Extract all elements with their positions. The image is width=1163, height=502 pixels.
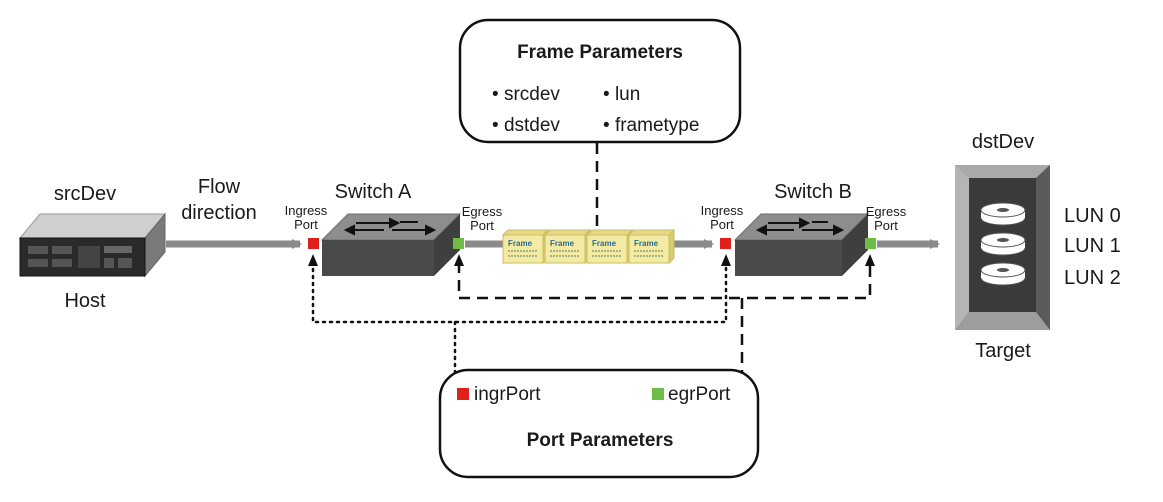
switch-b-egress-label-2: Port — [874, 218, 898, 233]
egress-arrowhead — [454, 254, 464, 266]
frame-packet-label: Frame — [550, 239, 575, 248]
disk-icon — [980, 262, 1026, 286]
switch-a-egress-port — [453, 238, 464, 249]
switch-a-ingress-label-1: Ingress — [285, 203, 328, 218]
switch-a-egress-label-1: Egress — [462, 204, 503, 219]
host-label: Host — [64, 290, 106, 312]
frame-parameters-box: Frame Parameters • srcdev • lun • dstdev… — [458, 18, 742, 144]
egress-arrowhead — [865, 254, 875, 266]
port-parameters-title: Port Parameters — [527, 430, 674, 451]
ingress-legend-swatch — [457, 388, 469, 400]
frame-packet-label: Frame — [634, 239, 659, 248]
switch-arrows-icon — [343, 217, 437, 236]
switch-a-egress-label-2: Port — [470, 218, 494, 233]
frame-packet: Frame — [627, 228, 676, 265]
ingress-port-connectors — [311, 260, 728, 384]
src-device-label: srcDev — [54, 183, 116, 205]
target-device — [955, 165, 1050, 330]
disk-icon — [980, 232, 1026, 256]
switch-a-label: Switch A — [335, 181, 412, 203]
switch-b-ingress-label-1: Ingress — [701, 203, 744, 218]
frame-parameters-title: Frame Parameters — [517, 42, 683, 63]
frame-param-srcdev: • srcdev — [492, 84, 560, 105]
lun-0-label: LUN 0 — [1064, 205, 1121, 227]
switch-b — [733, 213, 870, 276]
ingress-legend-label: ingrPort — [474, 384, 541, 405]
frames-group: Frame Frame Frame Frame — [501, 228, 676, 265]
switch-b-egress-port — [865, 238, 876, 249]
switch-b-label: Switch B — [774, 181, 852, 203]
egress-legend-label: egrPort — [668, 384, 731, 405]
frame-param-lun: • lun — [603, 84, 640, 105]
lun-2-label: LUN 2 — [1064, 267, 1121, 289]
frame-packet-label: Frame — [508, 239, 533, 248]
flow-label-line1: Flow — [198, 176, 241, 198]
port-parameters-box: ingrPort egrPort Port Parameters — [438, 368, 760, 479]
switch-b-ingress-label-2: Port — [710, 217, 734, 232]
frame-param-frametype: • frametype — [603, 115, 699, 136]
switch-b-egress-label-1: Egress — [866, 204, 907, 219]
switch-a-ingress-label-2: Port — [294, 217, 318, 232]
target-label: Target — [975, 340, 1031, 362]
lun-1-label: LUN 1 — [1064, 235, 1121, 257]
host-device — [18, 212, 167, 278]
frame-packet: Frame — [585, 228, 634, 265]
frame-packet: Frame — [501, 228, 550, 265]
flow-label-line2: direction — [181, 202, 257, 224]
egress-port-connectors — [457, 262, 872, 382]
frame-param-dstdev: • dstdev — [492, 115, 560, 136]
disk-icon — [980, 202, 1026, 226]
switch-a — [320, 213, 462, 276]
ingress-arrowhead — [308, 254, 318, 266]
egress-legend-swatch — [652, 388, 664, 400]
switch-b-ingress-port — [720, 238, 731, 249]
frame-packet-label: Frame — [592, 239, 617, 248]
switch-a-ingress-port — [308, 238, 319, 249]
switch-arrows-icon — [755, 217, 845, 236]
frame-packet: Frame — [543, 228, 592, 265]
dst-device-label: dstDev — [972, 131, 1034, 153]
ingress-arrowhead — [721, 254, 731, 266]
